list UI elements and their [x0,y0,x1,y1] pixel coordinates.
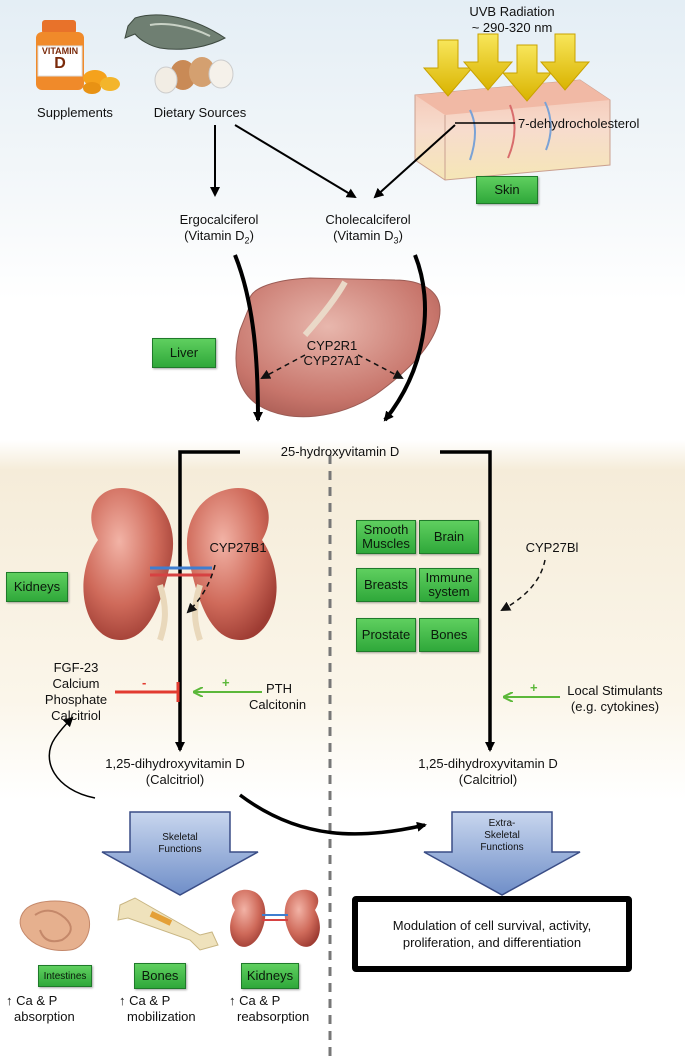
inhibitor-calcitriol: Calcitriol [51,708,101,723]
extraskeletal-label-line1: Extra- [488,818,516,829]
tissue-prostate: Prostate [356,618,416,652]
uvb-label-line2: ~ 290-320 nm [471,20,553,35]
inhibitor-fgf23: FGF-23 [53,660,99,675]
effect-bones-line2: mobilization [127,1009,196,1024]
supplements-label: Supplements [37,105,113,120]
cytokines-label: (e.g. cytokines) [570,699,660,714]
right-calcitriol-line1: 1,25-dihydroxyvitamin D [418,756,558,771]
extraskeletal-label-line3: Functions [480,842,524,853]
local-stimulants-label: Local Stimulants [567,683,663,698]
left-calcitriol-line2: (Calcitriol) [145,772,205,787]
effect-kidneys-line2: reabsorption [237,1009,310,1024]
tissue-smooth-muscles: Smooth Muscles [356,520,416,554]
uvb-arrows-icon [422,33,591,102]
tissue-brain: Brain [419,520,479,554]
kidneys-illustration [83,488,277,641]
liver-illustration [235,277,441,418]
bottle-label-line2: D [54,55,66,72]
ergocalciferol-label: Ergocalciferol [179,212,259,227]
fish-eggs-icon [124,14,234,94]
bottle-label-line1: VITAMIN [41,46,79,56]
inhibitor-phosphate: Phosphate [44,692,108,707]
activation-plus-sign: + [222,675,230,690]
effect-kidneys-badge: Kidneys [241,963,299,989]
intestines-illustration [19,900,90,951]
supplement-bottle-icon [36,20,120,94]
activator-pth: PTH [266,681,292,696]
inhibition-minus-sign: - [142,675,147,690]
vitamin-d2-label: (Vitamin D2) [184,228,254,246]
skeletal-functions-label: Skeletal Functions [158,832,202,855]
small-kidneys-illustration [230,889,320,947]
effect-kidneys-line1: ↑ Ca & P [229,993,281,1008]
dehydrocholesterol-label: 7-dehydrocholesterol [518,116,640,131]
cyp27b1-label: CYP27B1 [209,540,267,555]
vitamin-d3-label: (Vitamin D3) [333,228,403,246]
cholecalciferol-label: Cholecalciferol [325,212,411,227]
local-plus-sign: + [530,680,538,695]
tissue-bones: Bones [419,618,479,652]
cyp2r1-label: CYP2R1 [306,338,358,353]
skin-illustration [414,79,611,181]
outcome-box: Modulation of cell survival, activity, p… [352,896,632,972]
hydroxyvitamin-d-label: 25-hydroxyvitamin D [280,444,400,459]
effect-intestines-badge: Intestines [38,965,92,987]
tissue-immune-system: Immune system [419,568,479,602]
liver-badge: Liver [152,338,216,368]
inhibitor-calcium: Calcium [52,676,100,691]
skin-badge: Skin [476,176,538,204]
kidneys-badge: Kidneys [6,572,68,602]
extraskeletal-arrow-shape [423,811,581,896]
left-calcitriol-line1: 1,25-dihydroxyvitamin D [105,756,245,771]
tissue-breasts: Breasts [356,568,416,602]
dietary-sources-label: Dietary Sources [153,105,247,120]
effect-bones-line1: ↑ Ca & P [119,993,171,1008]
right-calcitriol-line2: (Calcitriol) [458,772,518,787]
extraskeletal-label-line2: Skeletal [484,830,520,841]
effect-bones-badge: Bones [134,963,186,989]
effect-intestines-line1: ↑ Ca & P [6,993,58,1008]
uvb-label-line1: UVB Radiation [469,4,555,19]
activator-calcitonin: Calcitonin [249,697,307,712]
bone-illustration [117,897,219,951]
cyp27a1-label: CYP27A1 [303,353,361,368]
skeletal-arrow-shape [101,811,259,896]
cyp27bl-label: CYP27Bl [525,540,579,555]
effect-intestines-line2: absorption [14,1009,75,1024]
